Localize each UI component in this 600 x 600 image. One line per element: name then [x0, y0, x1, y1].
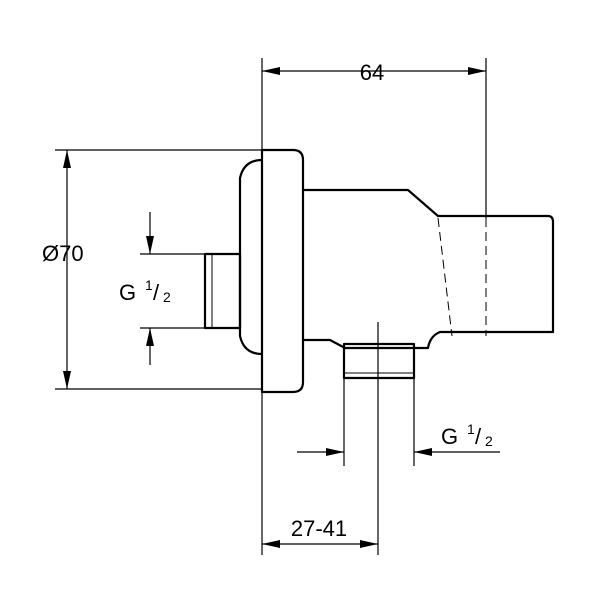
arrowhead — [468, 67, 486, 75]
arrowhead — [326, 448, 344, 456]
arrowhead — [146, 328, 154, 346]
extension-lines — [55, 58, 487, 555]
right-thread-numerator: 1 — [467, 421, 475, 437]
dimension-offset: 27-41 — [262, 516, 378, 548]
holder-body — [303, 188, 555, 350]
dimension-width-label: 64 — [360, 60, 384, 85]
dimension-diameter: Ø70 — [42, 150, 84, 389]
arrowhead — [63, 371, 71, 389]
left-thread-denominator: 2 — [163, 289, 171, 305]
wall-flange — [260, 148, 305, 394]
dimension-offset-label: 27-41 — [291, 516, 347, 541]
arrowhead — [360, 540, 378, 548]
arrowhead — [414, 448, 432, 456]
arrowhead — [146, 236, 154, 254]
dimension-left-thread: G 1 / 2 — [119, 212, 171, 365]
right-thread-denominator: 2 — [485, 433, 493, 449]
left-thread-stub — [203, 252, 242, 330]
left-thread-slash: / — [153, 280, 160, 305]
dimension-right-thread: G 1 / 2 — [297, 421, 500, 456]
dimension-diameter-label: Ø70 — [42, 241, 84, 266]
left-thread-numerator: 1 — [145, 277, 153, 293]
left-thread-prefix: G — [119, 280, 136, 305]
dimension-width: 64 — [262, 60, 486, 85]
arrowhead — [262, 67, 280, 75]
flange-rosette — [238, 158, 263, 356]
part-outline — [203, 148, 555, 394]
right-thread-prefix: G — [441, 424, 458, 449]
right-thread-slash: / — [475, 424, 482, 449]
arrowhead — [63, 150, 71, 168]
diameter-symbol: Ø — [42, 241, 59, 266]
hidden-edge-1 — [437, 217, 453, 337]
diameter-value: 70 — [59, 241, 83, 266]
arrowhead — [262, 540, 280, 548]
